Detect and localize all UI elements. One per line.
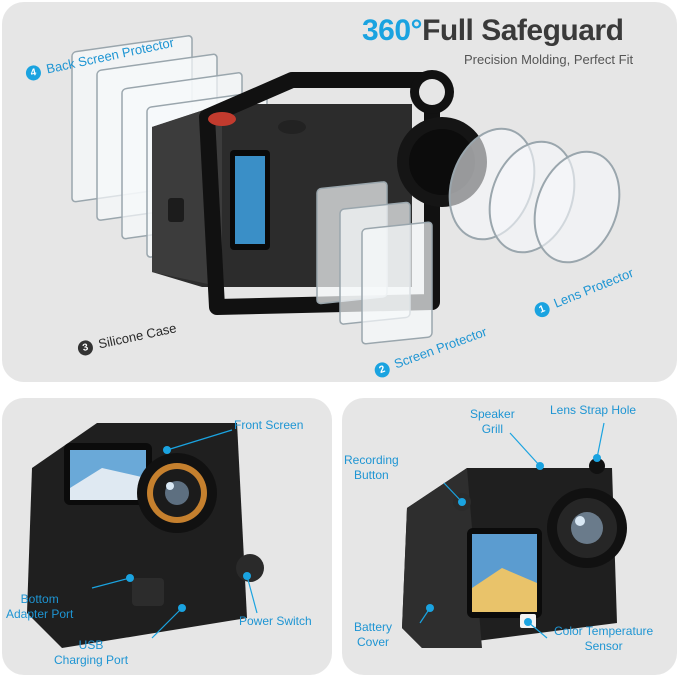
subtitle: Precision Molding, Perfect Fit: [464, 52, 634, 67]
front-screen-protectors: [316, 181, 433, 345]
callout-usb-port: USB Charging Port: [54, 638, 129, 667]
back-view-illustration: [402, 422, 627, 648]
badge-3: 3: [76, 339, 95, 357]
headline-accent: 360°: [362, 14, 423, 47]
top-panel: 360°Full Safeguard Precision Molding, Pe…: [2, 2, 677, 382]
callout-front-screen: Front Screen: [234, 418, 304, 432]
callout-bottom-adapter: Bottom Adapter Port: [6, 592, 74, 621]
bottom-left-panel: Front Screen Bottom Adapter Port USB Cha…: [2, 398, 332, 675]
headline: 360°Full Safeguard: [362, 14, 624, 48]
callout-recording-button: Recording Button: [344, 453, 399, 482]
bottom-right-panel: Speaker Grill Lens Strap Hole Recording …: [342, 398, 677, 675]
callout-speaker-grill: Speaker Grill: [470, 407, 515, 436]
callout-color-temperature-sensor: Color Temperature Sensor: [554, 624, 654, 653]
callout-lens-strap-hole: Lens Strap Hole: [550, 403, 637, 417]
badge-4: 4: [24, 64, 43, 82]
callout-power-switch: Power Switch: [239, 614, 312, 628]
headline-rest: Full Safeguard: [422, 14, 624, 47]
callout-battery-cover: Battery Cover: [354, 620, 393, 649]
front-view-illustration: [27, 423, 264, 648]
lens-protectors: [448, 127, 621, 264]
top-illustration: [71, 35, 621, 345]
